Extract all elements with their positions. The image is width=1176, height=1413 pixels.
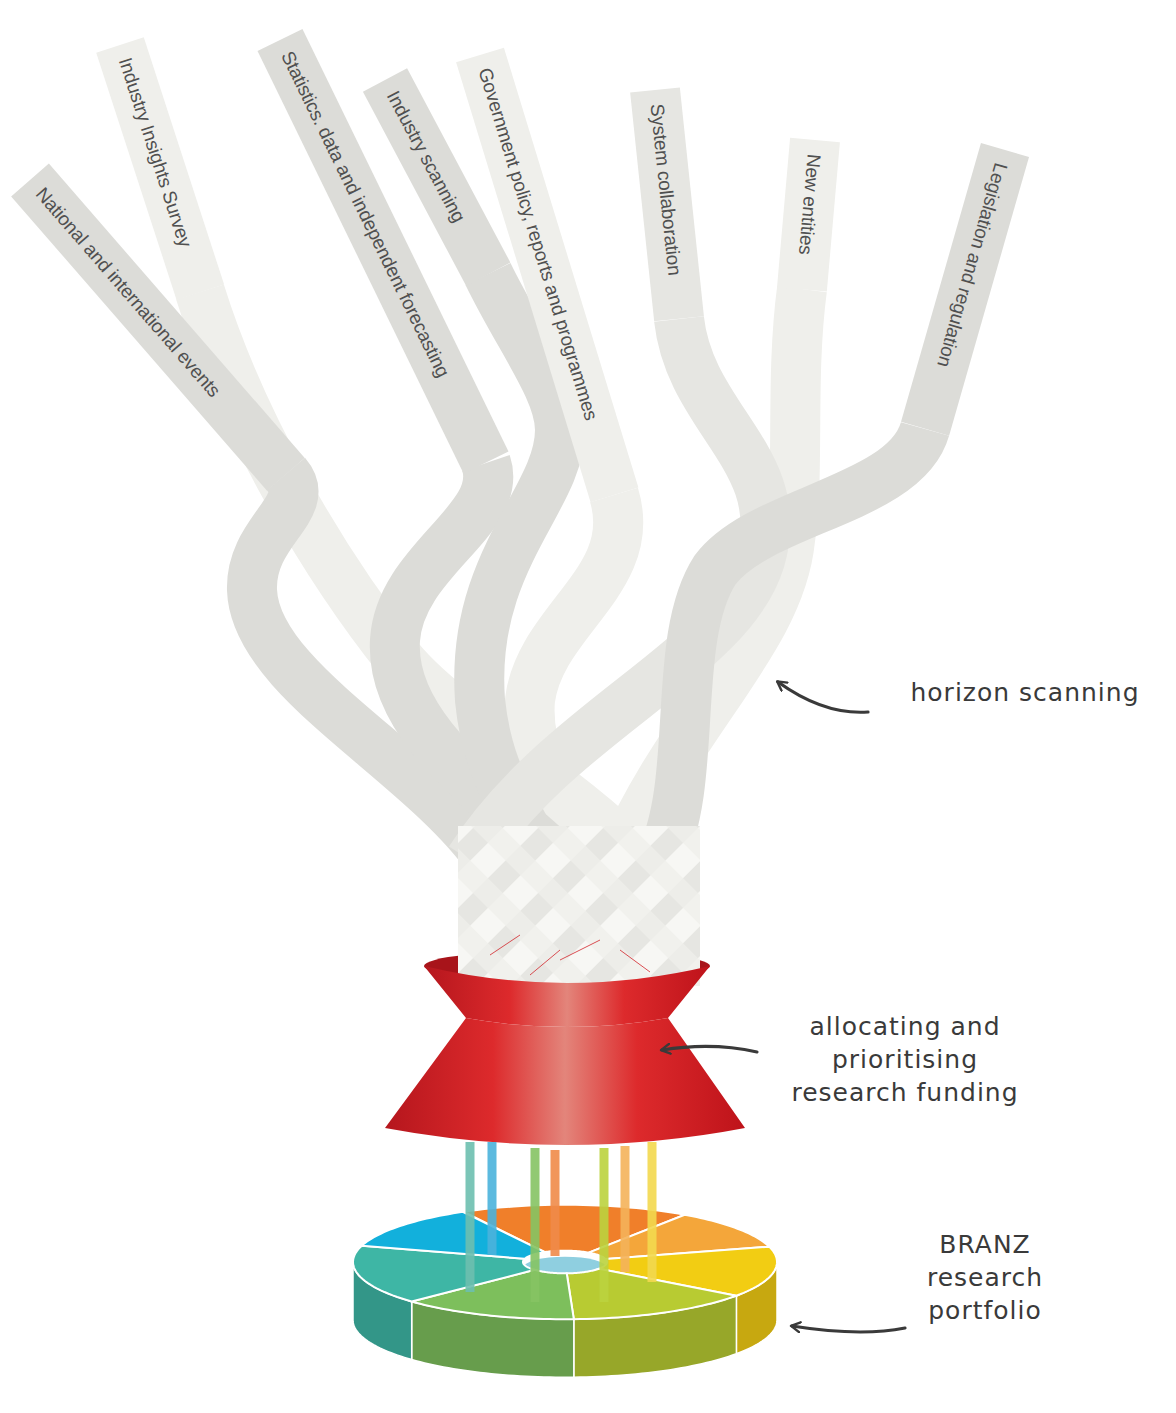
- leader-arrow: [662, 1046, 757, 1052]
- source-band: New entities: [777, 138, 840, 292]
- source-band: System collaboration: [630, 87, 704, 321]
- band-label: Industry scanning: [382, 87, 470, 226]
- braid-bundle: [458, 826, 700, 986]
- funding-tube: [600, 1148, 609, 1302]
- funding-tube: [531, 1148, 540, 1302]
- leader-arrows: [662, 682, 905, 1332]
- braid-weave: [458, 826, 700, 986]
- funding-tube: [488, 1142, 497, 1255]
- source-band: Legislation and regulation: [901, 143, 1029, 436]
- portfolio-pie: [353, 1205, 777, 1377]
- pie-slice: [362, 1212, 545, 1259]
- funding-tube: [466, 1142, 475, 1292]
- band-label: System collaboration: [646, 103, 686, 277]
- callout-label: horizon scanning: [880, 676, 1170, 709]
- funding-tubes: [470, 1142, 652, 1302]
- ribbon-tail: [660, 429, 925, 860]
- funding-tube: [648, 1142, 657, 1282]
- leader-arrow: [792, 1326, 905, 1332]
- band-label: Legislation and regulation: [932, 160, 1011, 369]
- funding-tube: [551, 1150, 560, 1256]
- callout-label: BRANZ research portfolio: [905, 1228, 1065, 1327]
- funding-tube: [621, 1146, 630, 1272]
- braid-thread: [490, 935, 650, 975]
- funnel-cone: [385, 1018, 745, 1145]
- funnel-cup: [424, 966, 710, 1027]
- band-label: New entities: [794, 153, 825, 256]
- leader-arrow: [778, 682, 868, 712]
- callout-label: allocating and prioritising research fun…: [770, 1010, 1040, 1109]
- band-label: Industry Insights Survey: [114, 55, 196, 250]
